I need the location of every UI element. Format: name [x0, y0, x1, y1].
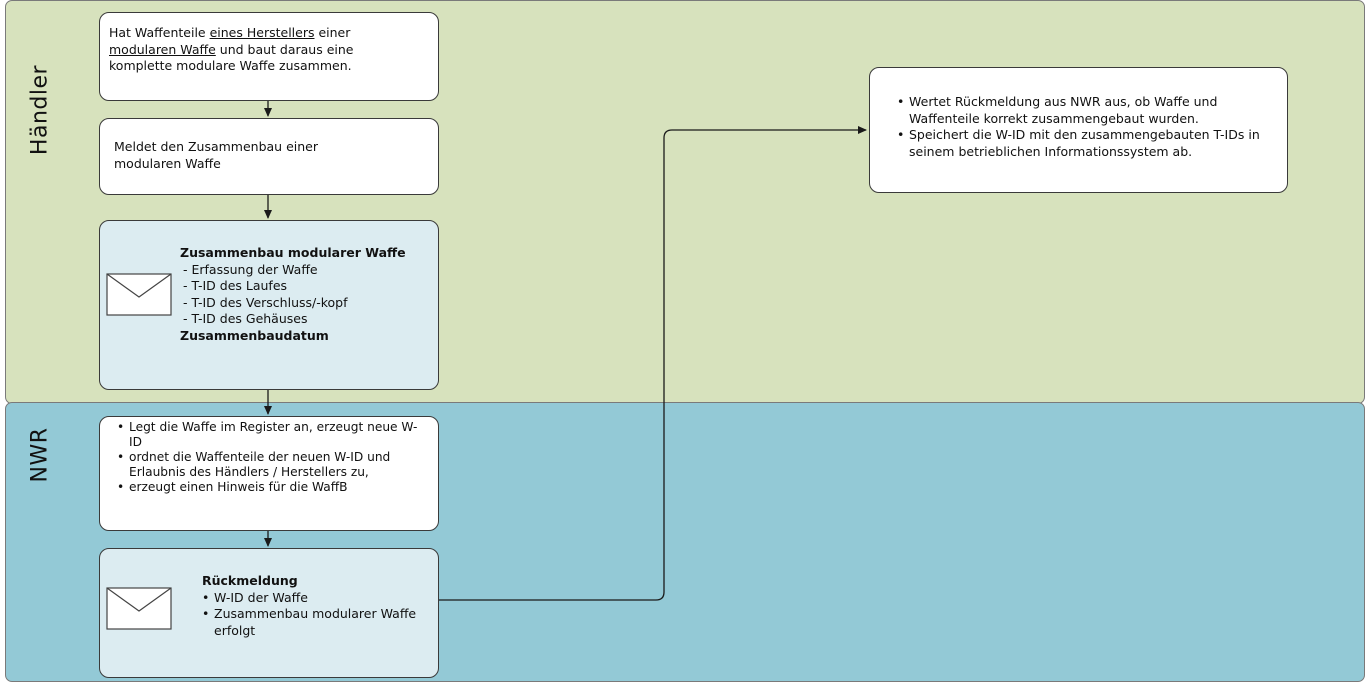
message-box-assembly: Zusammenbau modularer Waffe - Erfassung …	[99, 220, 439, 390]
step-box-report-assembly: Meldet den Zusammenbau einer modularen W…	[99, 118, 439, 195]
step-box-evaluate-feedback: Wertet Rückmeldung aus NWR aus, ob Waffe…	[869, 67, 1288, 193]
message-box-feedback: Rückmeldung W-ID der Waffe Zusammenbau m…	[99, 548, 439, 678]
message-item: - T-ID des Laufes	[183, 278, 288, 293]
nwr-steps-list: Legt die Waffe im Register an, erzeugt n…	[114, 420, 429, 495]
list-item: W-ID der Waffe	[202, 590, 432, 607]
box1-line1: Hat Waffenteile eines Herstellers einer	[109, 25, 351, 40]
message-item: - Erfassung der Waffe	[183, 261, 318, 277]
list-item: Wertet Rückmeldung aus NWR aus, ob Waffe…	[897, 94, 1269, 127]
message-item: - T-ID des Gehäuses	[183, 311, 308, 326]
step-box-nwr-register: Legt die Waffe im Register an, erzeugt n…	[99, 416, 439, 531]
box2-line2: modularen Waffe	[114, 155, 221, 171]
message-footer: Zusammenbaudatum	[180, 327, 329, 343]
list-item: Legt die Waffe im Register an, erzeugt n…	[117, 420, 429, 450]
list-item: Zusammenbau modularer Waffe erfolgt	[202, 606, 432, 639]
feedback-list: W-ID der Waffe Zusammenbau modularer Waf…	[202, 590, 432, 640]
arrow-box5-box6	[439, 126, 867, 601]
box1-line3: komplette modulare Waffe zusammen.	[109, 58, 352, 73]
list-item: Speichert die W-ID mit den zusammengebau…	[897, 127, 1269, 160]
box1-line2: modularen Waffe und baut daraus eine	[109, 41, 354, 57]
list-item: erzeugt einen Hinweis für die WaffB	[117, 480, 429, 495]
step-box-assemble-weapon: Hat Waffenteile eines Herstellers einer …	[99, 12, 439, 101]
connectors	[264, 101, 867, 601]
list-item: ordnet die Waffenteile der neuen W-ID un…	[117, 450, 429, 480]
evaluation-list: Wertet Rückmeldung aus NWR aus, ob Waffe…	[894, 94, 1269, 160]
feedback-title: Rückmeldung	[202, 573, 298, 588]
message-title: Zusammenbau modularer Waffe	[180, 245, 406, 260]
message-item: - T-ID des Verschluss/-kopf	[183, 294, 348, 310]
envelope-icon	[106, 273, 172, 316]
envelope-icon	[106, 587, 172, 630]
box2-line1: Meldet den Zusammenbau einer	[114, 139, 318, 154]
